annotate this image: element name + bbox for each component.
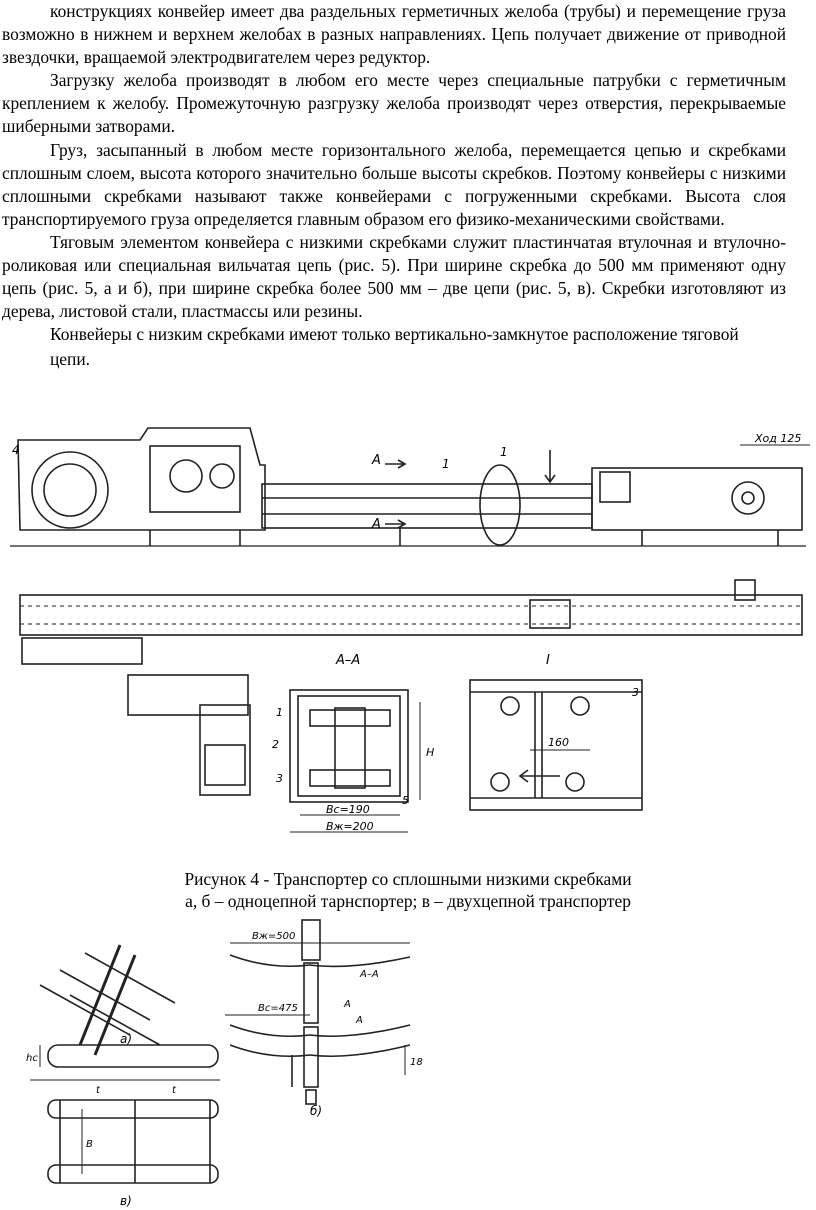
label-section-a-top: A (371, 453, 381, 468)
label-n1: 1 (276, 706, 283, 719)
label-n3: 3 (276, 772, 283, 785)
paragraph-5: Конвейеры с низким скребками имеют тольк… (50, 324, 739, 345)
label-dim160: 160 (548, 736, 569, 749)
fig5-label-b-dim: B (86, 1139, 93, 1150)
fig5-label-v: в) (120, 1194, 132, 1208)
label-section-aa: А–А (335, 653, 360, 668)
fig5-label-a2: А (355, 1015, 363, 1026)
label-section-a-bottom: A (371, 517, 381, 532)
label-h: H (426, 746, 434, 759)
figure-4-caption-line-1: Рисунок 4 - Транспортер со сплошными низ… (184, 869, 632, 889)
paragraph-1: конструкциях конвейер имеет два раздельн… (2, 1, 786, 68)
paragraph-3: Груз, засыпанный в любом месте горизонта… (2, 139, 786, 229)
fig5-label-bzh: Bж=500 (252, 931, 295, 942)
paragraph-tail: цепи. (50, 349, 90, 370)
fig5-label-b: б) (310, 1104, 322, 1118)
fig5-label-aa: А–А (359, 969, 379, 980)
fig5-label-t1: t (96, 1085, 101, 1096)
label-detail-i: I (546, 653, 550, 668)
paragraph-2: Загрузку желоба производят в любом его м… (2, 70, 786, 137)
body-text: конструкциях конвейер имеет два раздельн… (0, 0, 786, 372)
label-n2: 2 (272, 738, 279, 751)
figure-4-drawing: Ход 125 A A 4 1 1 А–А I 1 2 3 3 5 H Bс=1… (10, 427, 810, 833)
fig5-label-a: а) (120, 1032, 132, 1046)
label-bzh: Bж=200 (326, 820, 374, 833)
figure-4-caption-line-2: а, б – одноцепной тарнспортер; в – двухц… (185, 891, 631, 911)
paragraph-4: Тяговым элементом конвейера с низкими ск… (2, 231, 786, 322)
callout-1b: 1 (500, 445, 508, 459)
fig5-label-bc: Bс=475 (258, 1003, 298, 1014)
label-n3b: 3 (632, 686, 639, 699)
label-stroke: Ход 125 (754, 432, 801, 445)
callout-4: 4 (12, 443, 20, 457)
fig5-label-dim18: 18 (410, 1057, 423, 1068)
fig5-label-hc: hс (26, 1053, 38, 1064)
fig5-label-t2: t (172, 1085, 177, 1096)
figure-5-drawing: а) б) в) Bж=500 Bс=475 А–А А А hс t t B … (26, 919, 423, 1208)
label-n5: 5 (402, 794, 409, 807)
label-bc: Bс=190 (326, 803, 370, 816)
fig5-label-a1: А (343, 999, 351, 1010)
callout-1: 1 (442, 457, 450, 471)
